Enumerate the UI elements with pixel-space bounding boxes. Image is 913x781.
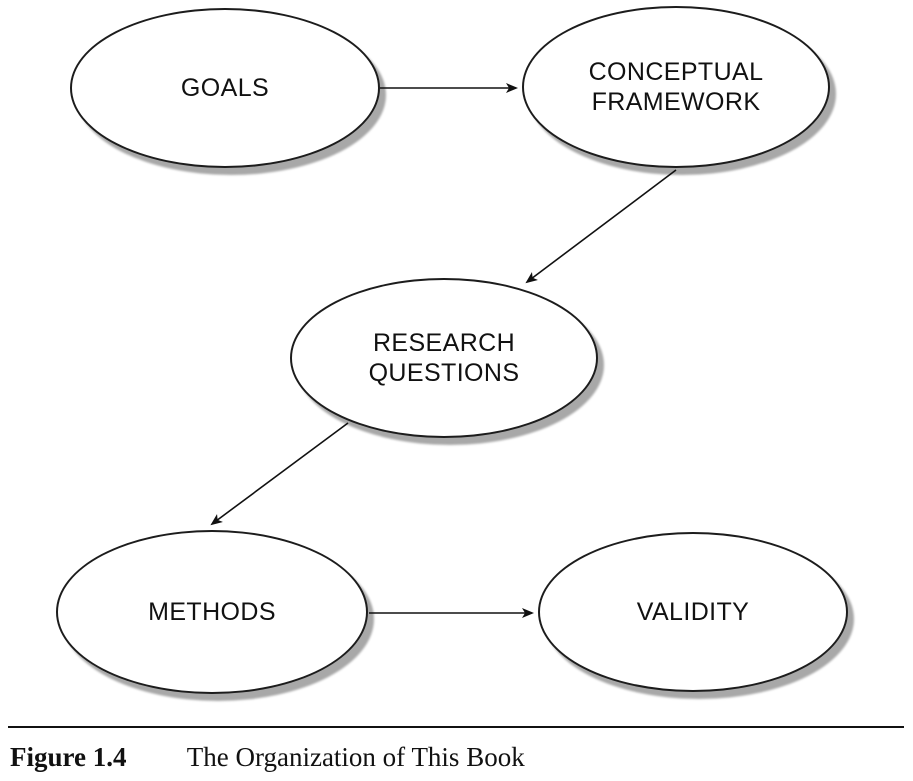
node-validity-label: VALIDITY [636, 597, 750, 626]
node-research-questions-label: RESEARCH QUESTIONS [368, 328, 520, 388]
caption-figure-title: The Organization of This Book [186, 742, 525, 772]
node-research-questions: RESEARCH QUESTIONS [290, 278, 598, 438]
arrow-research-questions-to-methods [210, 422, 349, 526]
node-conceptual-framework-label: CONCEPTUAL FRAMEWORK [588, 57, 764, 117]
caption-row: Figure 1.4 The Organization of This Book [0, 742, 913, 773]
node-methods-label: METHODS [148, 597, 276, 626]
node-goals: GOALS [70, 8, 380, 168]
node-goals-label: GOALS [180, 73, 270, 102]
caption-figure-number: Figure 1.4 [10, 742, 127, 772]
node-conceptual-framework: CONCEPTUAL FRAMEWORK [522, 6, 830, 168]
figure-caption: Figure 1.4 The Organization of This Book [0, 726, 913, 773]
caption-top-rule [8, 726, 904, 728]
node-validity: VALIDITY [538, 532, 848, 692]
node-methods: METHODS [56, 530, 368, 694]
arrow-conceptual-framework-to-research-questions [525, 169, 677, 284]
